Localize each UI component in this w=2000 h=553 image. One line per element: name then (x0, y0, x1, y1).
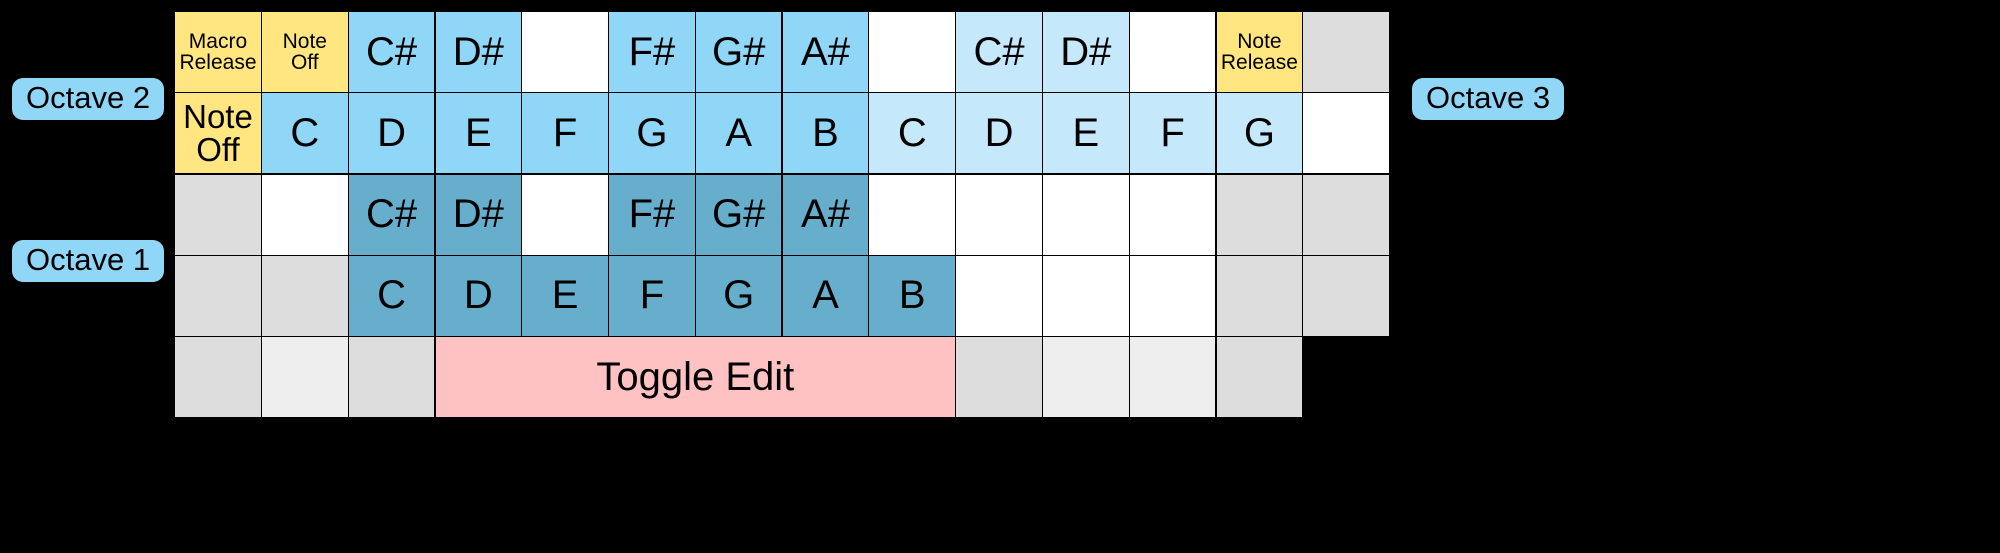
grid-cell-e[interactable]: E (434, 92, 523, 175)
grid-cell-blank-r3-c1 (174, 173, 262, 256)
grid-cell-blank-r4-c13 (1215, 254, 1304, 337)
grid-cell-c[interactable]: C (868, 92, 957, 175)
grid-cell-csharp[interactable]: C# (955, 11, 1043, 94)
grid-cell-note-off[interactable]: Note Off (174, 92, 262, 175)
octave-label-left-upper: Octave 2 (12, 78, 165, 120)
grid-cell-blank-r5-c8 (1215, 336, 1304, 418)
grid-cell-blank-r4-c1 (174, 254, 262, 337)
grid-cell-csharp[interactable]: C# (347, 11, 436, 94)
grid-cell-e[interactable]: E (1042, 92, 1130, 175)
octave-label-left-lower: Octave 1 (12, 240, 165, 282)
grid-cell-blank-r1-c5 (521, 11, 609, 94)
grid-cell-blank-r1-c12 (1128, 11, 1217, 94)
grid-cell-note-release[interactable]: Note Release (1215, 11, 1304, 94)
grid-cell-blank-r3-c14 (1302, 173, 1390, 256)
grid-cell-blank-r4-c14 (1302, 254, 1390, 337)
grid-cell-blank-r5-c6 (1042, 336, 1130, 418)
grid-cell-blank-r5-c1 (174, 336, 262, 418)
grid-cell-g[interactable]: G (608, 92, 696, 175)
grid-cell-blank-r5-c3 (347, 336, 436, 418)
grid-cell-g[interactable]: G (1215, 92, 1304, 175)
grid-cell-blank-r3-c12 (1128, 173, 1217, 256)
grid-cell-blank-r2-c14 (1302, 92, 1390, 175)
grid-cell-d[interactable]: D (347, 92, 436, 175)
grid-cell-blank-r4-c12 (1128, 254, 1217, 337)
grid-cell-blank-r3-c9 (868, 173, 957, 256)
grid-cell-b[interactable]: B (781, 92, 870, 175)
grid-cell-dsharp[interactable]: D# (1042, 11, 1130, 94)
grid-cell-blank-r5-c7 (1128, 336, 1217, 418)
grid-cell-blank-r3-c5 (521, 173, 609, 256)
grid-cell-f[interactable]: F (521, 92, 609, 175)
grid-cell-gsharp[interactable]: G# (694, 11, 783, 94)
grid-cell-d[interactable]: D (434, 254, 523, 337)
grid-cell-csharp[interactable]: C# (347, 173, 436, 256)
grid-cell-asharp[interactable]: A# (781, 11, 870, 94)
grid-cell-blank-r4-c10 (955, 254, 1043, 337)
grid-cell-toggle-edit[interactable]: Toggle Edit (434, 336, 957, 418)
grid-cell-fsharp[interactable]: F# (608, 11, 696, 94)
grid-cell-f[interactable]: F (1128, 92, 1217, 175)
grid-cell-a[interactable]: A (694, 92, 783, 175)
grid-cell-c[interactable]: C (347, 254, 436, 337)
grid-cell-blank-r4-c2 (260, 254, 349, 337)
grid-cell-blank-r5-c5 (955, 336, 1043, 418)
grid-cell-note-off[interactable]: Note Off (260, 11, 349, 94)
grid-cell-fsharp[interactable]: F# (608, 173, 696, 256)
grid-cell-dsharp[interactable]: D# (434, 11, 523, 94)
grid-cell-blank-r1-c9 (868, 11, 957, 94)
grid-cell-f[interactable]: F (608, 254, 696, 337)
grid-cell-blank-r5-c2 (260, 336, 349, 418)
octave-label-right-upper: Octave 3 (1412, 78, 1565, 120)
grid-cell-macro-release[interactable]: Macro Release (174, 11, 262, 94)
grid-cell-b[interactable]: B (868, 254, 957, 337)
grid-cell-blank-r3-c11 (1042, 173, 1130, 256)
grid-cell-g[interactable]: G (694, 254, 783, 337)
grid-cell-blank-r3-c13 (1215, 173, 1304, 256)
grid-cell-e[interactable]: E (521, 254, 609, 337)
grid-cell-d[interactable]: D (955, 92, 1043, 175)
grid-cell-blank-r1-c14 (1302, 11, 1390, 94)
grid-cell-blank-r3-c2 (260, 173, 349, 256)
grid-cell-asharp[interactable]: A# (781, 173, 870, 256)
grid-cell-dsharp[interactable]: D# (434, 173, 523, 256)
grid-cell-blank-r4-c11 (1042, 254, 1130, 337)
grid-cell-blank-r3-c10 (955, 173, 1043, 256)
grid-cell-c[interactable]: C (260, 92, 349, 175)
grid-cell-gsharp[interactable]: G# (694, 173, 783, 256)
grid-cell-a[interactable]: A (781, 254, 870, 337)
